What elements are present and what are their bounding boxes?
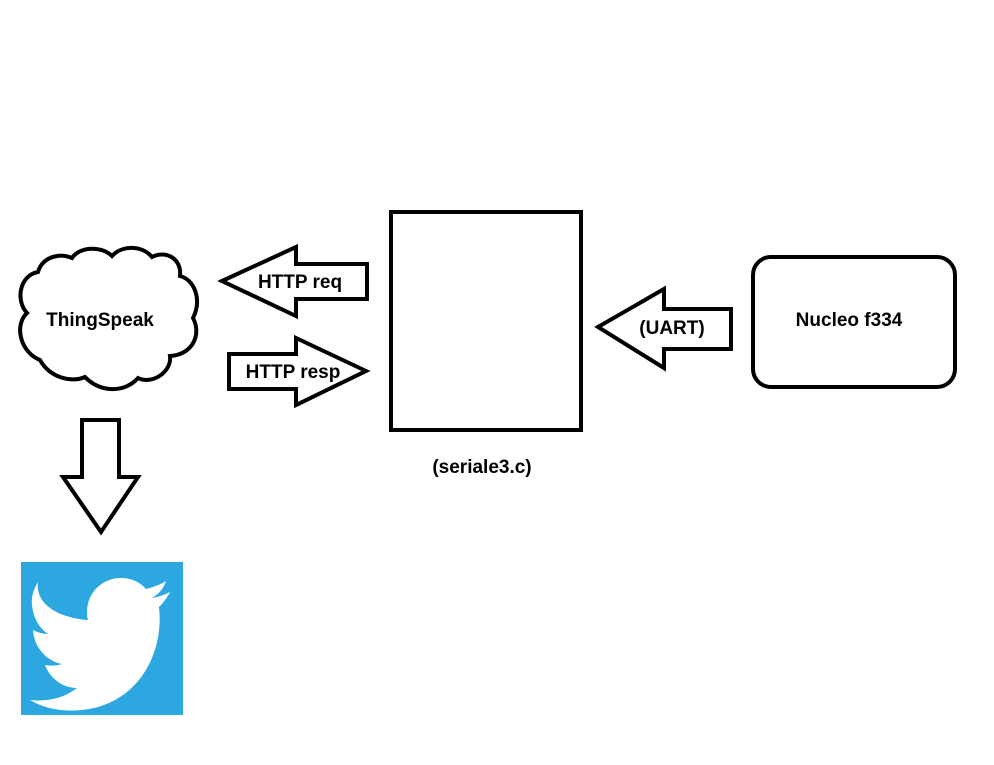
twitter-bird-icon — [30, 578, 170, 711]
nucleo-box — [751, 255, 957, 389]
http-resp-arrow: HTTP resp — [227, 334, 371, 409]
down-arrow — [59, 418, 142, 536]
seriale-box — [389, 210, 583, 432]
cloud-icon — [18, 245, 199, 392]
thingspeak-label: ThingSpeak — [46, 310, 154, 331]
http-resp-arrow-shape — [227, 334, 371, 409]
http-req-arrow-shape — [217, 243, 369, 320]
seriale-label: (seriale3.c) — [432, 457, 531, 478]
twitter-logo — [21, 562, 183, 715]
uart-arrow: (UART) — [594, 285, 733, 372]
uart-label: (UART) — [639, 318, 704, 339]
uart-arrow-shape — [594, 285, 733, 372]
seriale-box-group: (seriale3.c) — [389, 210, 583, 478]
down-arrow-shape — [59, 418, 142, 536]
nucleo-box-group: Nucleo f334 — [751, 255, 957, 389]
thingspeak-cloud: ThingSpeak — [18, 245, 199, 392]
http-req-arrow: HTTP req — [217, 243, 369, 320]
http-req-label: HTTP req — [258, 272, 342, 293]
http-resp-label: HTTP resp — [246, 362, 341, 383]
nucleo-label: Nucleo f334 — [796, 310, 903, 331]
